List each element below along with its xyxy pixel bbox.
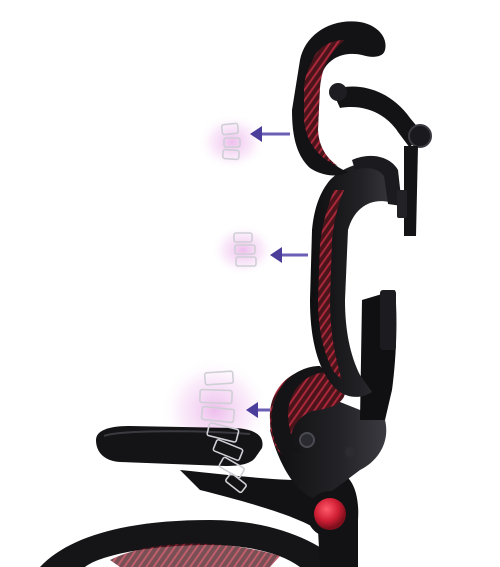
seat xyxy=(96,426,263,466)
spine-vertebra-icon xyxy=(199,122,257,494)
base-frame xyxy=(40,520,345,567)
headrest-arm-joint xyxy=(329,83,347,101)
recline-knob xyxy=(314,498,346,530)
base-mesh xyxy=(110,543,280,567)
headrest-post xyxy=(404,146,418,236)
headrest-arm xyxy=(332,86,420,148)
back-top-cap xyxy=(352,155,402,206)
headrest-post-clip xyxy=(397,190,407,218)
lumbar-support-arrow-icon xyxy=(246,402,270,418)
tilt-arm xyxy=(270,398,387,500)
headrest-hinge xyxy=(408,124,432,148)
head-support-arrow-icon xyxy=(250,126,290,142)
head-glow xyxy=(198,114,266,170)
seat-edge-highlight xyxy=(103,430,251,437)
headrest-mesh xyxy=(304,40,345,166)
upper-back-arrow-icon xyxy=(270,247,308,263)
mechanism-screw xyxy=(345,447,355,457)
lumbar-pad-frame xyxy=(271,366,326,455)
back-height-bracket xyxy=(380,290,396,350)
upper-back-glow xyxy=(211,224,275,276)
back-mesh xyxy=(318,190,344,380)
lumbar-pivot xyxy=(299,432,315,448)
